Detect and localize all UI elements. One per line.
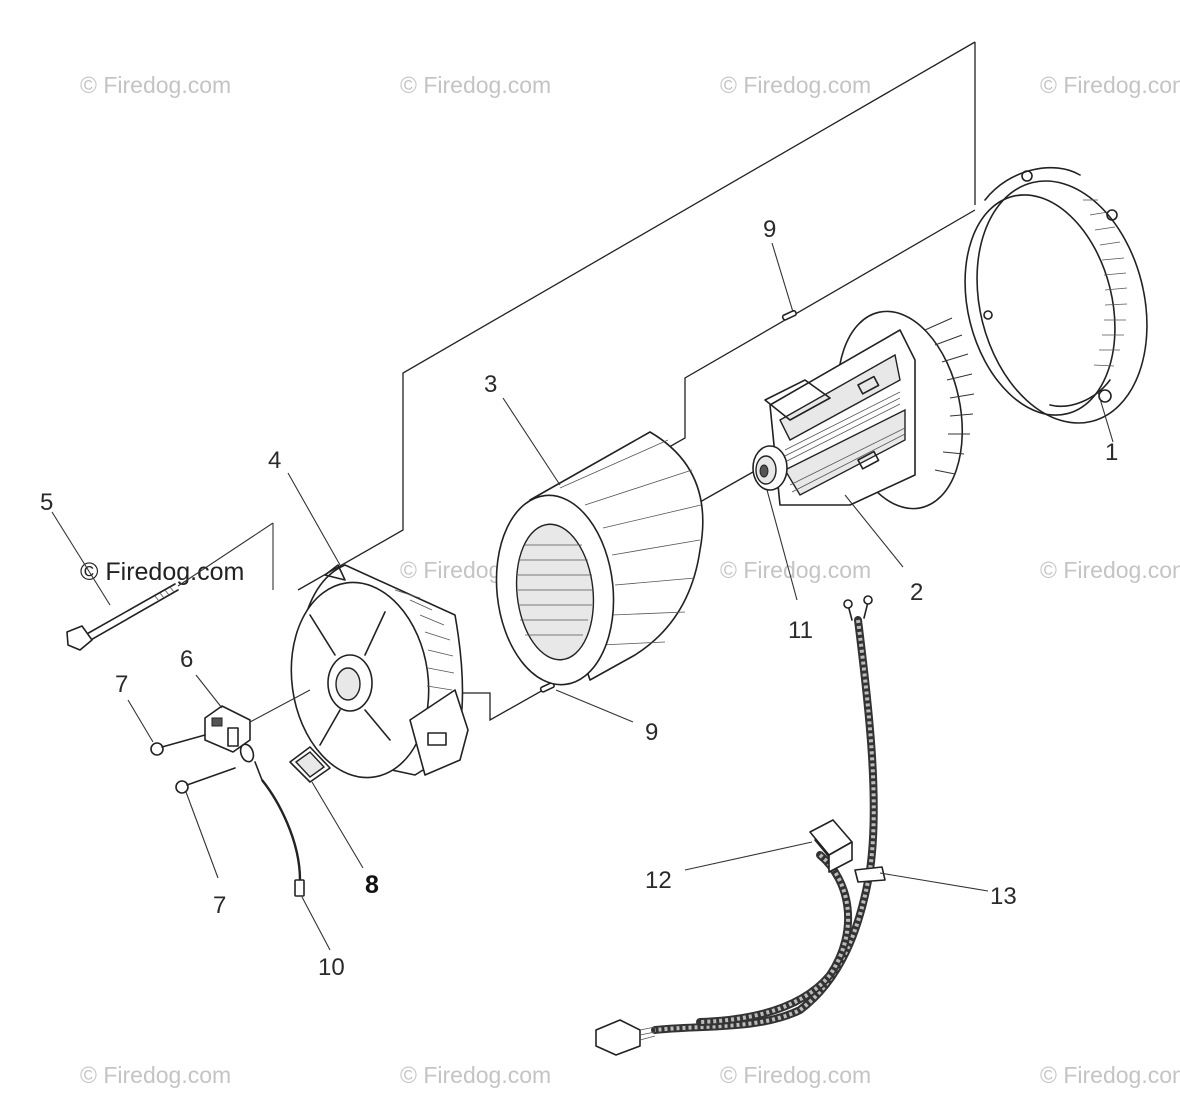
- through-bolt-icon: [66, 583, 179, 651]
- screw-icon: [150, 734, 206, 756]
- leader-line: [301, 896, 331, 951]
- watermarks: © Firedog.com © Firedog.com © Firedog.co…: [80, 72, 1180, 1088]
- bearing-icon: [752, 445, 788, 491]
- callout-8: 8: [365, 871, 379, 899]
- leader-line: [177, 522, 274, 587]
- callout-2: 2: [910, 579, 923, 606]
- watermark-text: © Firedog.com: [400, 1062, 551, 1088]
- leader-line: [51, 511, 111, 606]
- leader-line: [502, 397, 561, 486]
- leader-line: [844, 494, 904, 568]
- leader-line: [879, 872, 989, 892]
- leader-line: [684, 841, 813, 871]
- callout-11: 11: [788, 617, 813, 644]
- leader-line: [127, 699, 154, 743]
- screw-icon: [175, 767, 236, 794]
- callout-6: 6: [180, 646, 193, 673]
- leader-line: [311, 781, 364, 869]
- ground-wire-icon: [239, 743, 305, 897]
- watermark-text-dark: © Firedog.com: [80, 558, 244, 586]
- leader-line: [555, 689, 634, 723]
- watermark-text: © Firedog.com: [80, 1062, 231, 1088]
- leader-line: [766, 489, 798, 601]
- leader-line: [771, 242, 794, 313]
- watermark-text: © Firedog.com: [1040, 72, 1180, 98]
- rear-bearing-carrier-icon: [964, 167, 1148, 424]
- callout-3: 3: [484, 371, 497, 398]
- rotor-icon: [764, 310, 975, 510]
- callout-9-top: 9: [763, 216, 776, 243]
- callout-13: 13: [990, 883, 1017, 910]
- leader-line: [249, 689, 311, 723]
- watermark-text: © Firedog.com: [400, 72, 551, 98]
- callout-4: 4: [268, 447, 281, 474]
- watermark-text: © Firedog.com: [720, 557, 871, 583]
- callout-1: 1: [1105, 439, 1118, 466]
- connector-icon: [809, 819, 853, 873]
- callout-10: 10: [318, 954, 345, 981]
- brush-holder-icon: [204, 705, 251, 753]
- watermark-text: © Firedog.com: [1040, 557, 1180, 583]
- watermark-text: © Firedog.com: [720, 72, 871, 98]
- watermark-text: © Firedog.com: [720, 1062, 871, 1088]
- callout-12: 12: [645, 867, 672, 894]
- watermark-text: © Firedog.com: [80, 72, 231, 98]
- dowel-pin-icon: [781, 309, 797, 321]
- front-adapter-icon: [290, 564, 469, 779]
- stator-icon: [495, 431, 704, 686]
- leader-line: [287, 472, 341, 566]
- rectifier-icon: [289, 746, 331, 783]
- leader-line: [195, 674, 223, 709]
- callout-7-bottom: 7: [213, 892, 226, 919]
- watermark-text: © Firedog.com: [1040, 1062, 1180, 1088]
- callout-5: 5: [40, 489, 53, 516]
- leader-line: [1097, 391, 1114, 443]
- callout-9-bottom: 9: [645, 719, 658, 746]
- leader-line: [185, 791, 219, 879]
- callout-7-top: 7: [115, 671, 128, 698]
- wiring-harness-icon: [595, 595, 886, 1056]
